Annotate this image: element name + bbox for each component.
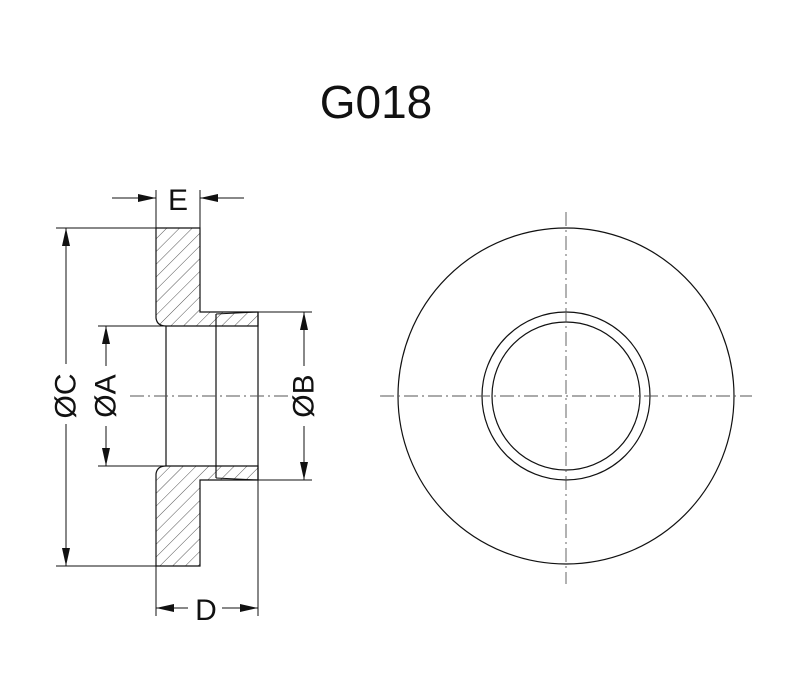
dimension-a: ØA	[90, 325, 166, 467]
taper-upper-line	[215, 311, 259, 315]
dimension-b-label: ØB	[288, 374, 321, 417]
dimension-c-label: ØC	[50, 374, 83, 419]
dimension-a-label: ØA	[90, 374, 123, 417]
dimension-c: ØC	[50, 227, 156, 567]
taper-lower-line	[215, 477, 259, 481]
dimension-d-label: D	[195, 594, 217, 627]
dimension-d: D	[155, 480, 259, 627]
section-view: E ØC ØA	[50, 184, 321, 627]
lower-section-hatch	[155, 465, 259, 567]
dimension-e-label: E	[168, 184, 188, 217]
dimension-e: E	[112, 184, 244, 228]
front-view	[380, 212, 752, 584]
dimension-b: ØB	[258, 311, 321, 481]
drawing-title: G018	[320, 76, 433, 128]
upper-section-hatch	[155, 227, 259, 327]
